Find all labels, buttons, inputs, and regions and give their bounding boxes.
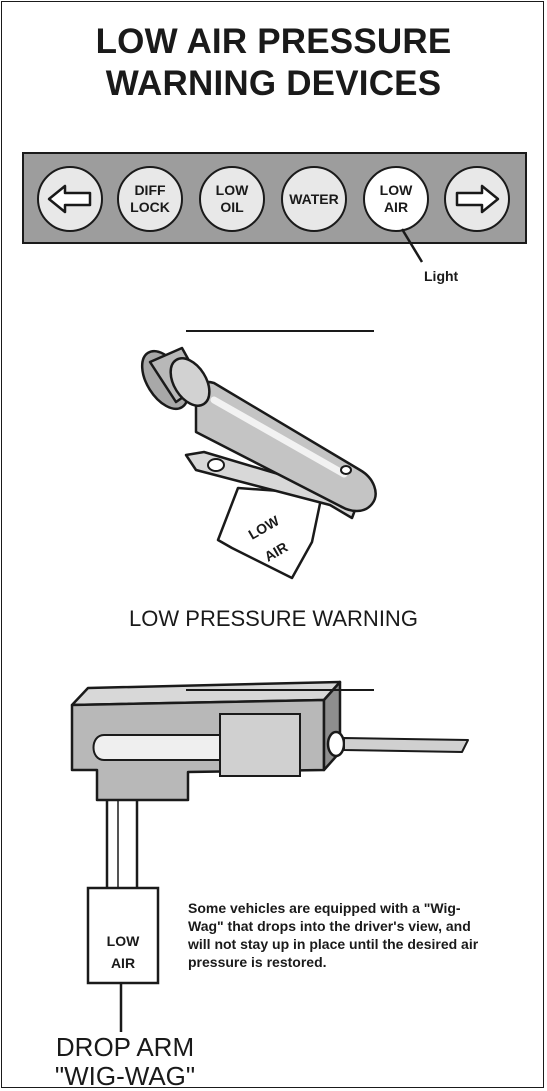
wig-wag-flag-line2: AIR [110,955,136,971]
wig-wag-flag-line1: LOW [106,933,140,949]
light-callout-label: Light [424,268,459,284]
low-oil-lamp-line2: OIL [220,199,244,215]
water-lamp: WATER [281,166,347,232]
page-title-line1: LOW AIR PRESSURE [95,22,452,61]
drop-arm-label-line1: DROP ARM [55,1032,195,1062]
dash-warning-panel [22,152,527,244]
diff-lock-lamp-line1: DIFF [134,182,166,198]
left-turn-indicator [37,166,103,232]
water-lamp-label: WATER [289,190,339,207]
diff-lock-lamp-line2: LOCK [130,199,170,215]
section-divider-1 [186,330,374,332]
low-air-lamp-line1: LOW [379,182,413,198]
drop-arm-label-line2: "WIG-WAG" [54,1061,196,1091]
wig-wag-note: Some vehicles are equipped with a "Wig-W… [188,900,479,970]
right-turn-indicator [444,166,510,232]
low-air-lamp-line2: AIR [383,199,409,215]
left-arrow-icon [47,184,92,214]
section-divider-2 [186,689,374,691]
low-oil-lamp-line1: LOW [215,182,249,198]
low-pressure-warning-caption: LOW PRESSURE WARNING [129,606,418,631]
page-title-line2: WARNING DEVICES [105,64,442,103]
right-arrow-icon [455,184,500,214]
